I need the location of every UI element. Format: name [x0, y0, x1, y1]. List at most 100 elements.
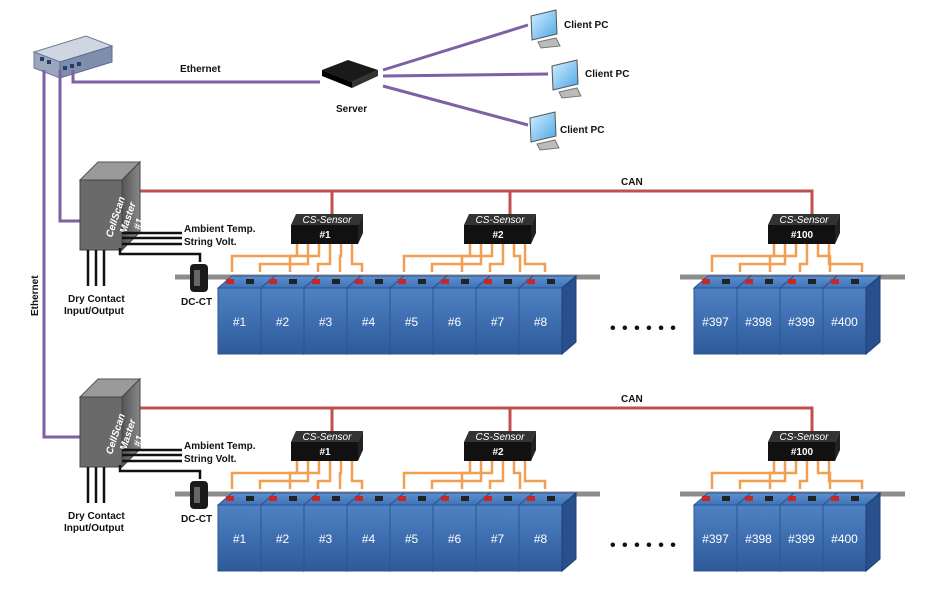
battery-cell: #400	[821, 274, 882, 356]
positive-terminal	[745, 279, 753, 284]
battery-cell-label: #5	[405, 532, 419, 546]
client-pc-icon	[551, 59, 582, 99]
positive-terminal	[788, 496, 796, 501]
positive-terminal	[441, 496, 449, 501]
negative-terminal	[332, 496, 340, 501]
continuation-ellipsis: • • • • • •	[610, 537, 677, 554]
negative-terminal	[461, 496, 469, 501]
cs-sensor-title: CS-Sensor	[476, 432, 526, 443]
positive-terminal	[355, 496, 363, 501]
can-label: CAN	[621, 177, 643, 188]
negative-terminal	[504, 279, 512, 284]
client-pc-icon	[529, 111, 560, 151]
dry-contact-label: Input/Output	[64, 523, 125, 534]
negative-terminal	[765, 496, 773, 501]
master-wiring	[86, 448, 202, 503]
cs-sensor-module: CS-Sensor #100	[768, 431, 840, 461]
battery-cell-label: #8	[534, 532, 548, 546]
negative-terminal	[289, 279, 297, 284]
cs-sensor-id: #2	[492, 447, 504, 458]
battery-cell: #398	[735, 491, 796, 573]
positive-terminal	[312, 279, 320, 284]
negative-terminal	[375, 496, 383, 501]
positive-terminal	[831, 496, 839, 501]
battery-cell-label: #400	[831, 532, 858, 546]
negative-terminal	[504, 496, 512, 501]
positive-terminal	[398, 496, 406, 501]
positive-terminal	[527, 279, 535, 284]
battery-cell-label: #2	[276, 532, 290, 546]
ambient-temp-label: Ambient Temp.	[184, 224, 256, 235]
cs-sensor-id: #1	[319, 230, 331, 241]
battery-cell: #8	[517, 491, 578, 573]
master-wiring	[86, 231, 202, 286]
battery-cell-label: #6	[448, 532, 462, 546]
battery-cell-label: #1	[233, 315, 247, 329]
battery-cell-label: #2	[276, 315, 290, 329]
server-label: Server	[336, 104, 367, 115]
negative-terminal	[418, 279, 426, 284]
negative-terminal	[547, 279, 555, 284]
positive-terminal	[484, 279, 492, 284]
cs-sensor-title: CS-Sensor	[476, 215, 526, 226]
negative-terminal	[461, 279, 469, 284]
negative-terminal	[246, 496, 254, 501]
battery-cell-label: #399	[788, 315, 815, 329]
negative-terminal	[851, 496, 859, 501]
battery-cell-label: #398	[745, 532, 772, 546]
can-bus-line	[130, 189, 814, 220]
can-bus-line	[130, 406, 814, 437]
positive-terminal	[355, 279, 363, 284]
client-pc-label: Client PC	[564, 20, 608, 31]
positive-terminal	[702, 279, 710, 284]
positive-terminal	[269, 496, 277, 501]
battery-cell-label: #397	[702, 315, 729, 329]
negative-terminal	[418, 496, 426, 501]
master-label-line: #1	[132, 217, 146, 231]
client-pc-label: Client PC	[585, 69, 629, 80]
dcct-label: DC-CT	[181, 297, 212, 308]
sense-wiring	[230, 244, 864, 272]
battery-cell: #8	[517, 274, 578, 356]
sense-wiring	[230, 461, 864, 489]
battery-cell-label: #7	[491, 315, 505, 329]
client-pc-label: Client PC	[560, 125, 604, 136]
ethernet-label-side: Ethernet	[30, 275, 41, 316]
battery-cell-label: #397	[702, 532, 729, 546]
negative-terminal	[808, 279, 816, 284]
positive-terminal	[441, 279, 449, 284]
battery-cell-label: #3	[319, 315, 333, 329]
battery-cell-label: #6	[448, 315, 462, 329]
cs-sensor-title: CS-Sensor	[780, 432, 830, 443]
positive-terminal	[484, 496, 492, 501]
ethernet-label-top: Ethernet	[180, 64, 221, 75]
negative-terminal	[332, 279, 340, 284]
master-label-line: #1	[132, 434, 146, 448]
can-label: CAN	[621, 394, 643, 405]
negative-terminal	[547, 496, 555, 501]
negative-terminal	[289, 496, 297, 501]
negative-terminal	[851, 279, 859, 284]
battery-cell-label: #5	[405, 315, 419, 329]
dry-contact-label: Dry Contact	[68, 511, 125, 522]
ethernet-cabling	[42, 23, 549, 439]
cs-sensor-module: CS-Sensor#100	[768, 214, 840, 244]
cs-sensor-id: #1	[319, 447, 331, 458]
cs-sensor-title: CS-Sensor	[303, 215, 353, 226]
cs-sensor-module: CS-Sensor #1	[291, 431, 363, 461]
battery-cell-label: #7	[491, 532, 505, 546]
cs-sensor-id: #100	[791, 447, 814, 458]
dcct-sensor-icon	[190, 264, 208, 292]
positive-terminal	[269, 279, 277, 284]
negative-terminal	[722, 279, 730, 284]
cs-sensor-title: CS-Sensor	[303, 432, 353, 443]
battery-cell: #400	[821, 491, 882, 573]
string-volt-label: String Volt.	[184, 454, 237, 465]
positive-terminal	[745, 496, 753, 501]
negative-terminal	[375, 279, 383, 284]
negative-terminal	[246, 279, 254, 284]
cs-sensor-module: CS-Sensor#2	[464, 214, 536, 244]
positive-terminal	[312, 496, 320, 501]
dcct-label: DC-CT	[181, 514, 212, 525]
